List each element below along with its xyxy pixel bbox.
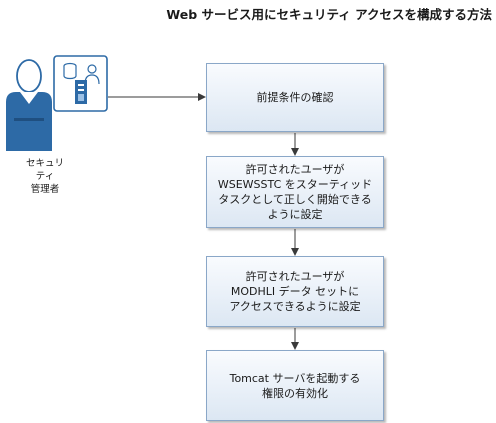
step-configure-started-task[interactable]: 許可されたユーザが WSEWSSTC をスターティッド タスクとして正しく開始で…	[206, 156, 384, 228]
step-label: 許可されたユーザが WSEWSSTC をスターティッド タスクとして正しく開始で…	[217, 163, 373, 221]
step-label: 許可されたユーザが MODHLI データ セットに アクセスできるように設定	[229, 270, 361, 313]
step-label: Tomcat サーバを起動する 権限の有効化	[229, 371, 361, 400]
server-user-panel-icon	[53, 55, 108, 112]
step-enable-tomcat-authority[interactable]: Tomcat サーバを起動する 権限の有効化	[206, 350, 384, 421]
role-label: セキュリティ 管理者	[25, 158, 64, 195]
diagram-title: Web サービス用にセキュリティ アクセスを構成する方法	[166, 7, 492, 22]
admin-person-icon	[6, 59, 52, 151]
step-label: 前提条件の確認	[256, 91, 334, 104]
step-configure-dataset-access[interactable]: 許可されたユーザが MODHLI データ セットに アクセスできるように設定	[206, 256, 384, 327]
step-verify-prerequisites[interactable]: 前提条件の確認	[206, 63, 384, 132]
